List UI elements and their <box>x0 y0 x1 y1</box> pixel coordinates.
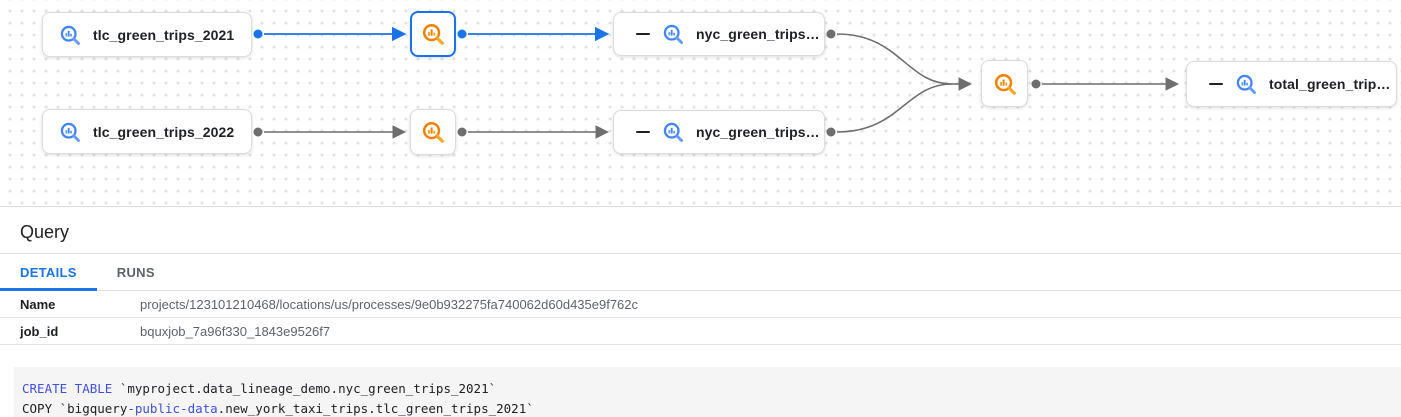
edge-endpoint-dot <box>1031 79 1041 89</box>
lineage-canvas[interactable]: tlc_green_trips_2021 nyc_green_trips… tl… <box>0 0 1401 207</box>
detail-value: projects/123101210468/locations/us/proce… <box>140 296 639 312</box>
tab-label: DETAILS <box>20 264 77 280</box>
collapse-icon[interactable] <box>636 33 650 35</box>
sql-keyword: -public-data <box>127 400 218 416</box>
tab-bar: DETAILS RUNS <box>0 254 1401 291</box>
bigquery-icon <box>993 72 1017 96</box>
process-details-panel: Query DETAILS RUNS Name projects/1231012… <box>0 208 1401 417</box>
detail-value: bquxjob_7a96f330_1843e9526f7 <box>140 323 331 339</box>
tab-details[interactable]: DETAILS <box>0 254 97 291</box>
node-tlc-green-trips-2021[interactable]: tlc_green_trips_2021 <box>42 12 252 57</box>
bigquery-icon <box>1235 73 1257 95</box>
node-label: nyc_green_trips… <box>696 124 820 140</box>
panel-header: Query <box>0 208 1401 254</box>
bigquery-icon <box>662 121 684 143</box>
node-process-2022[interactable] <box>410 109 456 155</box>
sql-line: COPY `bigquery-public-data.new_york_taxi… <box>22 399 1393 417</box>
node-nyc-green-trips-2021[interactable]: nyc_green_trips… <box>613 12 825 56</box>
detail-row-job-id: job_id bquxjob_7a96f330_1843e9526f7 <box>0 318 1401 345</box>
bigquery-icon <box>59 24 81 46</box>
lineage-edges <box>253 26 1180 139</box>
node-tlc-green-trips-2022[interactable]: tlc_green_trips_2022 <box>42 109 252 154</box>
detail-label: job_id <box>20 323 59 339</box>
node-label: total_green_trip… <box>1269 76 1391 92</box>
node-total-green-trips[interactable]: total_green_trip… <box>1186 61 1397 107</box>
node-label: nyc_green_trips… <box>696 26 820 42</box>
edge-nyc2022-processtotal <box>836 83 953 133</box>
edge-endpoint-dot <box>457 29 467 39</box>
sql-text: COPY `bigquery <box>22 400 128 416</box>
bigquery-icon <box>662 23 684 45</box>
node-label: tlc_green_trips_2022 <box>93 123 235 140</box>
node-process-2021[interactable] <box>410 11 456 57</box>
edge-endpoint-dot <box>253 127 263 137</box>
edge-endpoint-dot <box>253 29 263 39</box>
sql-text: `myproject.data_lineage_demo.nyc_green_t… <box>112 381 497 396</box>
panel-title: Query <box>20 222 70 242</box>
sql-line: CREATE TABLE `myproject.data_lineage_dem… <box>22 379 1393 399</box>
collapse-icon[interactable] <box>1209 83 1223 85</box>
bigquery-icon <box>421 22 445 46</box>
edge-nyc2021-processtotal <box>836 33 953 85</box>
detail-label: Name <box>20 296 56 312</box>
tab-runs[interactable]: RUNS <box>97 254 175 290</box>
sql-code-block: CREATE TABLE `myproject.data_lineage_dem… <box>14 367 1401 417</box>
bigquery-icon <box>421 120 445 144</box>
tab-label: RUNS <box>116 264 155 280</box>
edge-endpoint-dot <box>826 127 836 137</box>
node-process-total[interactable] <box>981 60 1028 107</box>
collapse-icon[interactable] <box>636 131 650 133</box>
bigquery-icon <box>59 121 81 143</box>
detail-row-name: Name projects/123101210468/locations/us/… <box>0 291 1401 318</box>
sql-text: .new_york_taxi_trips.tlc_green_trips_202… <box>217 400 534 416</box>
node-label: tlc_green_trips_2021 <box>93 26 235 43</box>
edge-endpoint-dot <box>826 29 836 39</box>
sql-keyword: CREATE TABLE <box>22 381 113 396</box>
node-nyc-green-trips-2022[interactable]: nyc_green_trips… <box>613 110 825 154</box>
edge-endpoint-dot <box>457 127 467 137</box>
